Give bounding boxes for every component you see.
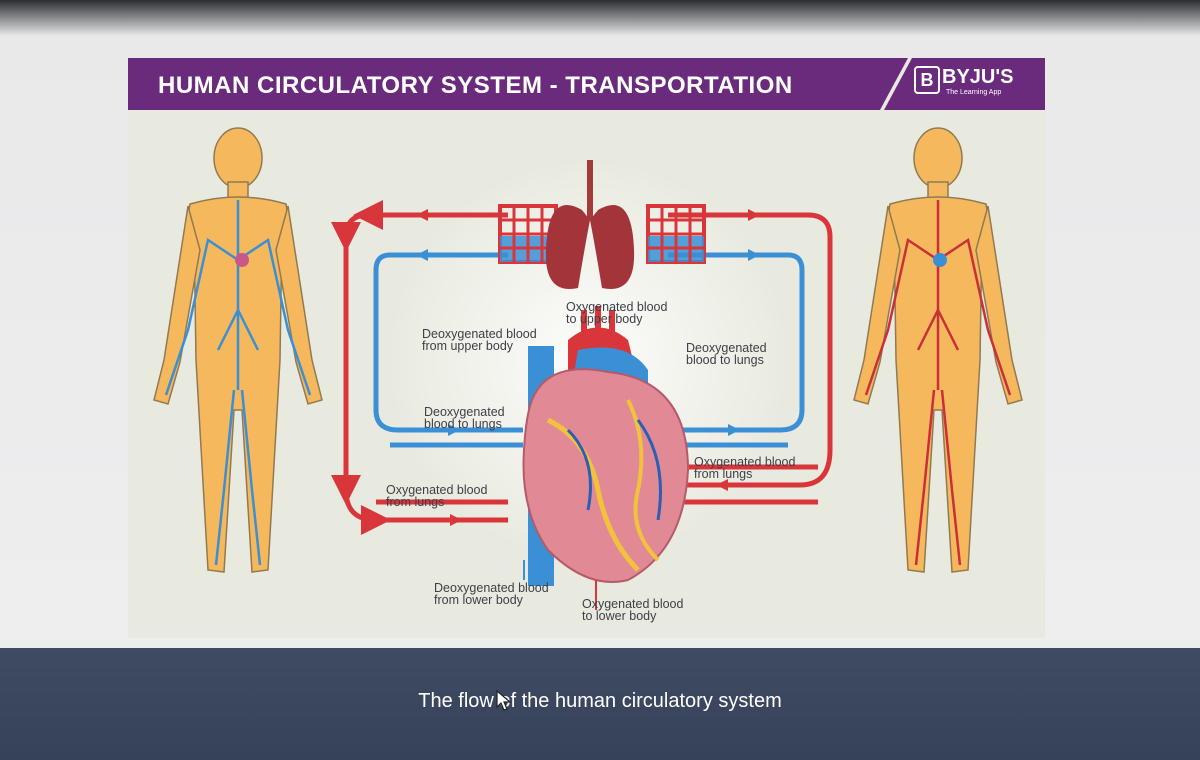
mouse-pointer-icon: [496, 690, 512, 711]
lungs: [545, 160, 635, 289]
brand-mark: B: [914, 66, 940, 94]
circulation-loops: [330, 199, 833, 535]
flow-arrows: [416, 209, 760, 526]
brand-name: BYJU'S: [942, 66, 1014, 88]
brand-logo: B BYJU'S The Learning App: [914, 64, 1040, 106]
brand-tagline: The Learning App: [946, 89, 1002, 96]
circulation-diagram: [153, 127, 1023, 610]
arterial-body-figure: [853, 127, 1023, 573]
slide-title: HUMAN CIRCULATORY SYSTEM - TRANSPORTATIO…: [158, 72, 793, 99]
venous-body-figure: [153, 127, 323, 573]
image-caption: The flow of the human circulatory system: [418, 690, 782, 712]
title-bar: [128, 58, 1045, 110]
caption-bar: The flow of the human circulatory system: [0, 648, 1200, 760]
slide-image: HUMAN CIRCULATORY SYSTEM - TRANSPORTATIO…: [128, 58, 1045, 638]
heart: [522, 306, 690, 610]
